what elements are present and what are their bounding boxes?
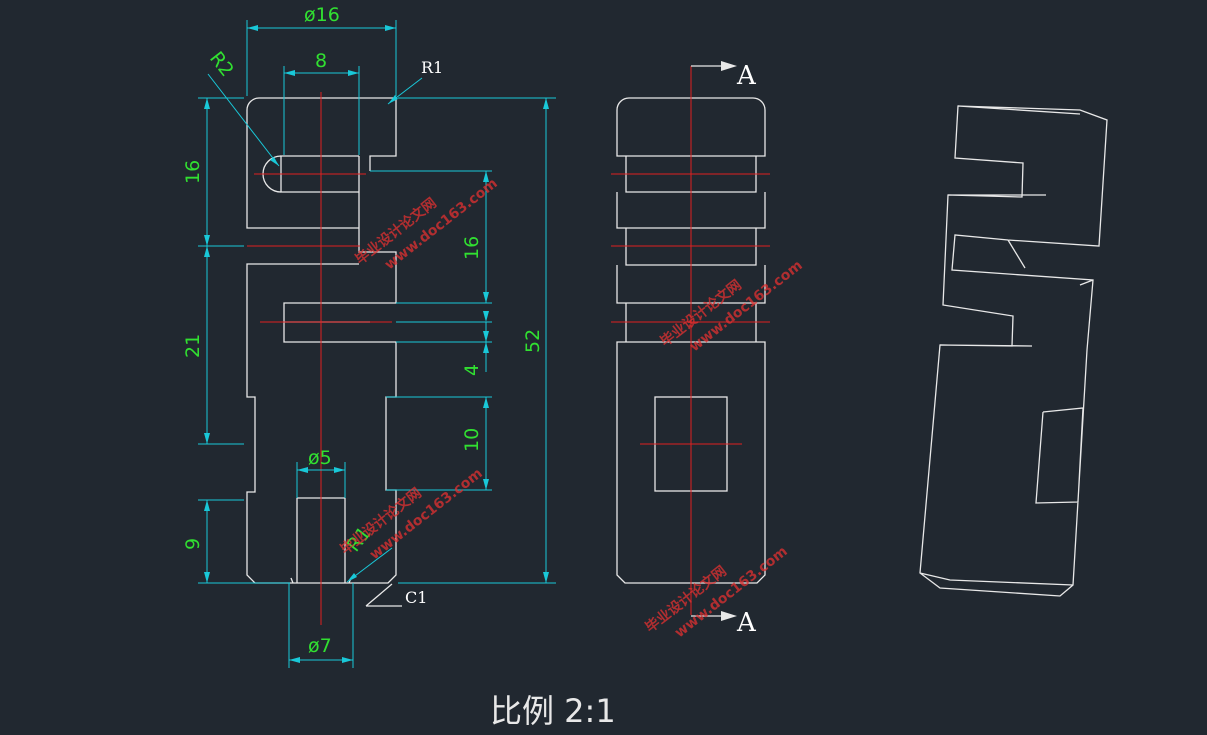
section-label-bottom: A [736,608,757,638]
isometric-outline [919,105,1108,597]
dim-10: 10 [461,428,483,452]
scale-label: 比例 2:1 [490,692,616,730]
dim-8: 8 [315,50,327,72]
dim-52: 52 [522,329,544,353]
isometric-view [919,105,1108,597]
section-label-top: A [736,61,757,91]
side-view: A A [611,61,770,638]
front-view: ø16 8 R2 R1 16 21 9 [182,4,556,668]
dim-9: 9 [182,538,204,550]
dim-dia5: ø5 [308,447,332,469]
dim-dia7: ø7 [308,635,332,657]
dim-21: 21 [182,334,204,358]
dim-dia16: ø16 [304,4,340,26]
dim-c1: C1 [405,588,427,607]
watermark-group: 毕业设计论文网 www.doc163.com 毕业设计论文网 www.doc16… [337,175,806,641]
dim-16-right: 16 [461,236,483,260]
dim-16-left: 16 [182,160,204,184]
dim-r1: R1 [421,58,443,77]
dim-4: 4 [461,364,483,376]
